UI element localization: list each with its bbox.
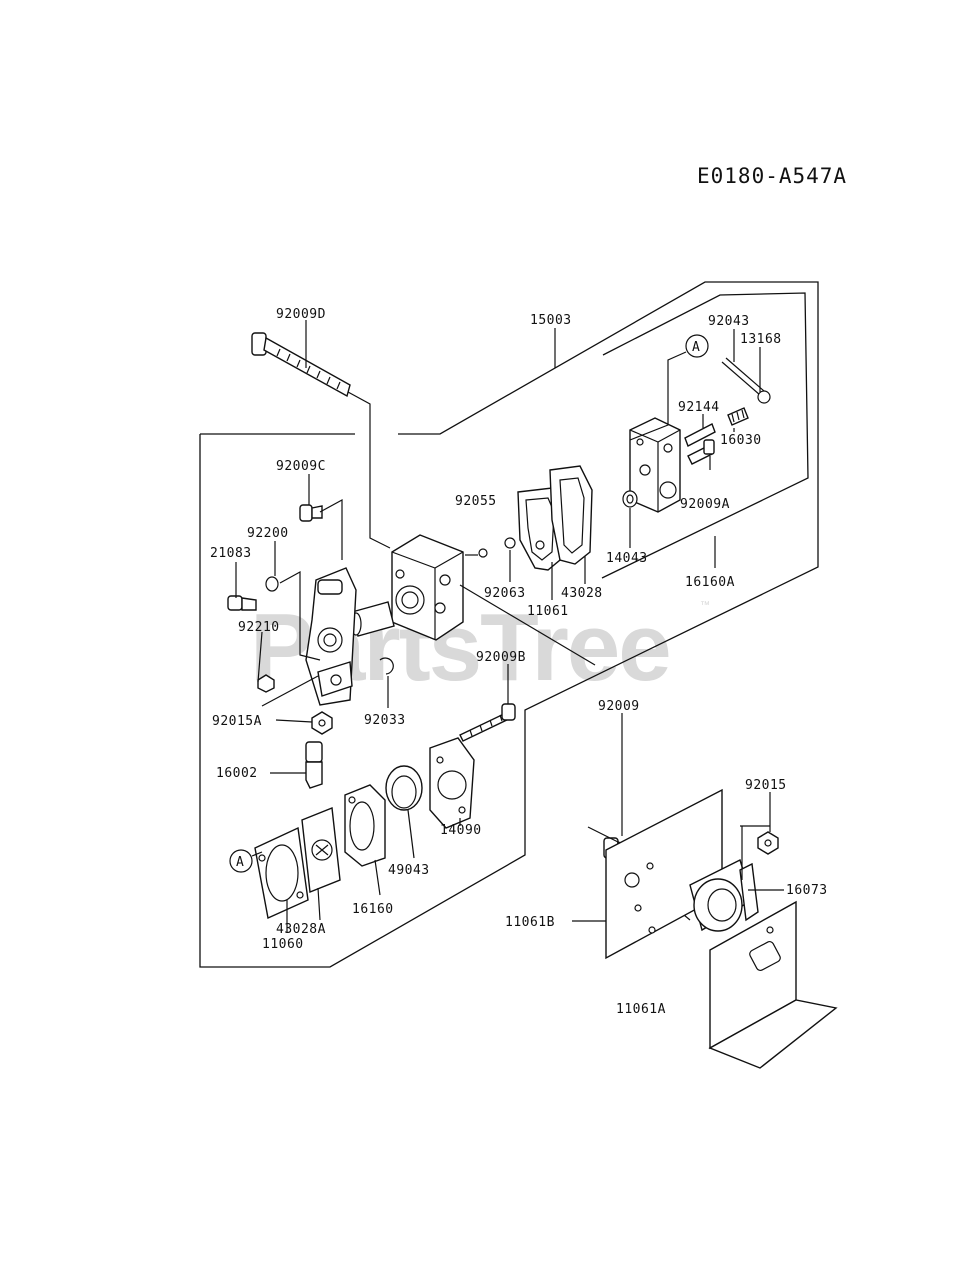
svg-text:A: A bbox=[692, 340, 700, 355]
washer-92200 bbox=[265, 576, 279, 592]
bracket-11061a bbox=[708, 900, 838, 1069]
nut-92210 bbox=[257, 674, 275, 693]
screw-92144 bbox=[684, 423, 716, 447]
seal-14043 bbox=[622, 490, 638, 508]
watermark-trademark: ™ bbox=[700, 600, 710, 611]
group-frames bbox=[199, 281, 819, 968]
label-11061: 11061 bbox=[527, 604, 569, 619]
spring-16030 bbox=[727, 407, 749, 426]
diagram-code: E0180-A547A bbox=[697, 164, 847, 188]
label-92009b: 92009B bbox=[476, 650, 526, 665]
label-11061a: 11061A bbox=[616, 1002, 666, 1017]
label-11060: 11060 bbox=[262, 937, 304, 952]
label-16030: 16030 bbox=[720, 433, 762, 448]
pump-cover bbox=[629, 417, 681, 513]
label-14090: 14090 bbox=[440, 823, 482, 838]
label-92144: 92144 bbox=[678, 400, 720, 415]
cover-16160 bbox=[344, 784, 386, 867]
label-92210: 92210 bbox=[238, 620, 280, 635]
label-49043: 49043 bbox=[388, 863, 430, 878]
fitting-16002 bbox=[305, 741, 323, 789]
diaphragm-11060 bbox=[254, 826, 309, 920]
gasket-14090 bbox=[429, 737, 475, 829]
needle-92043 bbox=[721, 357, 771, 404]
small-parts bbox=[465, 537, 516, 558]
label-92055: 92055 bbox=[455, 494, 497, 509]
screw-92009a bbox=[687, 439, 715, 465]
gasket-43028a bbox=[301, 807, 341, 893]
nut-92015a bbox=[311, 711, 333, 735]
left-leader-lines bbox=[261, 498, 343, 707]
bolt-92009d bbox=[251, 332, 391, 549]
label-leaders bbox=[235, 320, 784, 933]
label-43028a: 43028A bbox=[276, 922, 326, 937]
holder-16073 bbox=[689, 825, 770, 932]
pump-body-left bbox=[305, 567, 357, 706]
label-92009c: 92009C bbox=[276, 459, 326, 474]
screw-92009c bbox=[299, 504, 323, 522]
label-15003: 15003 bbox=[530, 313, 572, 328]
label-16160a: 16160A bbox=[685, 575, 735, 590]
label-92200: 92200 bbox=[247, 526, 289, 541]
screw-21083 bbox=[227, 595, 257, 611]
label-92009d: 92009D bbox=[276, 307, 326, 322]
diaphragm-43028 bbox=[549, 465, 593, 565]
label-92009: 92009 bbox=[598, 699, 640, 714]
label-11061b: 11061B bbox=[505, 915, 555, 930]
label-21083: 21083 bbox=[210, 546, 252, 561]
callout-a-bottom: A bbox=[229, 849, 263, 873]
label-13168: 13168 bbox=[740, 332, 782, 347]
cup-49043 bbox=[385, 765, 423, 811]
part-labels: 92009D 15003 92043 13168 92144 16030 920… bbox=[210, 307, 828, 1017]
nut-92015 bbox=[757, 831, 779, 855]
svg-text:A: A bbox=[236, 855, 244, 870]
label-92033: 92033 bbox=[364, 713, 406, 728]
plate-11061b bbox=[587, 788, 723, 960]
label-92043: 92043 bbox=[708, 314, 750, 329]
label-43028: 43028 bbox=[561, 586, 603, 601]
screw-92009b bbox=[459, 703, 516, 742]
label-92009a: 92009A bbox=[680, 497, 730, 512]
clip-92033 bbox=[379, 657, 394, 675]
callout-a-top: A bbox=[629, 334, 709, 441]
label-92015a: 92015A bbox=[212, 714, 262, 729]
label-92015: 92015 bbox=[745, 778, 787, 793]
label-14043: 14043 bbox=[606, 551, 648, 566]
label-16160: 16160 bbox=[352, 902, 394, 917]
label-92063: 92063 bbox=[484, 586, 526, 601]
label-16002: 16002 bbox=[216, 766, 258, 781]
label-16073: 16073 bbox=[786, 883, 828, 898]
